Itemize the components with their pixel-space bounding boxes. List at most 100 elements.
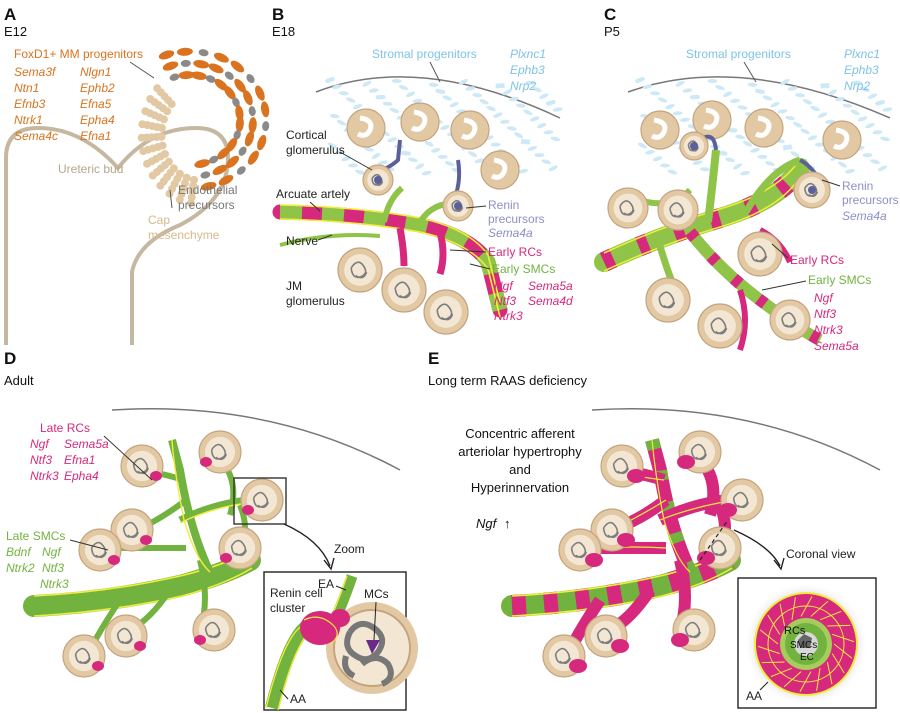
gene-a-l4: Sema4c: [14, 129, 58, 143]
late-smcs-pointer: [69, 539, 109, 551]
panel-a-gene-list-left: Sema3f Ntn1 Efnb3 Ntrk1 Sema4c: [14, 65, 58, 143]
renin-precursors-label-b-2: precursors: [488, 212, 545, 226]
late-rc-gene-r0: Sema5a: [64, 437, 109, 451]
gene-c-0: Ngf: [814, 291, 834, 305]
cortical-glomerulus-label-2: glomerulus: [286, 143, 345, 157]
renin-gene-b: Sema4a: [488, 226, 533, 240]
stromal-gene-c-1: Ephb3: [844, 63, 879, 77]
zoom-inset: EA MCs Renin cell cluster AA: [263, 571, 418, 711]
coronal-view-label: Coronal view: [786, 547, 856, 561]
early-rcs-pointer-c: [771, 243, 789, 259]
late-smc-gene-0: Bdnf: [6, 545, 32, 559]
panel-b: B E18 Stromal progenitors Plxnc1 Ephb3 N…: [272, 5, 573, 335]
rc-gene-b-4: Sema4d: [528, 294, 573, 308]
early-smcs-label-b: Early SMCs: [492, 262, 555, 276]
cortical-caps-c: [640, 100, 862, 160]
panel-d-stage: Adult: [4, 373, 34, 388]
capsule-line-c: [627, 76, 891, 119]
cap-mesenchyme-label-2: mesenchyme: [148, 228, 220, 242]
ureteric-bud-shape: [3, 125, 231, 345]
late-rcs-pointer: [103, 435, 153, 481]
hypertrophy-line-3: Hyperinnervation: [471, 480, 569, 495]
stromal-label-c: Stromal progenitors: [686, 47, 791, 61]
hypertrophy-line-2: and: [509, 462, 531, 477]
stromal-gene-b-0: Plxnc1: [510, 47, 546, 61]
mm-progenitor-cells: [158, 47, 270, 191]
renin-pointer-b: [465, 205, 487, 209]
glomeruli-e: [542, 430, 764, 678]
gene-a-r2: Efna5: [80, 97, 112, 111]
panel-c-stage: P5: [604, 24, 620, 39]
progenitors-pointer: [129, 61, 155, 79]
panel-d: D Adult Zoom Late RCs Ngf Ntf3: [4, 349, 418, 711]
panel-a: A E12 Ureteric bud FoxD1+ MM progenitors…: [3, 5, 270, 345]
zoom-arrow: [283, 523, 331, 567]
endothelial-pointer: [169, 189, 173, 209]
rc-gene-b-0: Ngf: [494, 279, 514, 293]
panel-e-stage: Long term RAAS deficiency: [428, 373, 587, 388]
rc-gene-b-2: Ntrk3: [494, 309, 523, 323]
panel-c-letter: C: [604, 5, 616, 24]
late-smc-gene-1: Ngf: [42, 545, 62, 559]
gene-c-1: Ntf3: [814, 307, 836, 321]
ec-label: EC: [800, 652, 814, 663]
early-rcs-label-c: Early RCs: [790, 253, 844, 267]
late-rc-gene-r2: Epha4: [64, 469, 99, 483]
stromal-gene-b-2: Nrp2: [510, 79, 536, 93]
glomeruli-d: [62, 430, 284, 678]
smcs-label: SMCs: [790, 640, 817, 651]
gene-a-r3: Epha4: [80, 113, 115, 127]
rcs-label: RCs: [784, 625, 806, 637]
panel-a-letter: A: [4, 5, 16, 24]
endothelial-label-2: precursors: [178, 198, 235, 212]
early-smcs-pointer-b: [469, 263, 491, 270]
ureteric-bud-label: Ureteric bud: [58, 162, 123, 176]
hypertrophy-line-1: arteriolar hypertrophy: [458, 444, 582, 459]
panel-e: E Long term RAAS deficiency Concentric a…: [428, 349, 881, 709]
early-smcs-pointer-c: [761, 280, 807, 291]
late-rcs-label: Late RCs: [40, 421, 90, 435]
cap-mesenchyme-label-1: Cap: [148, 213, 170, 227]
nerve-pointer: [317, 234, 333, 241]
endothelial-label-1: Endothelial: [178, 183, 237, 197]
ngf-label: Ngf: [476, 516, 498, 531]
late-smc-gene-3: Ntf3: [42, 561, 64, 575]
cap-mesenchyme-cells: [137, 84, 198, 208]
renin-pointer-c: [821, 179, 841, 187]
arcuate-pointer: [309, 201, 321, 212]
capsule-line-d: [111, 408, 401, 471]
gene-a-l1: Ntn1: [14, 81, 39, 95]
late-smcs-label: Late SMCs: [6, 529, 65, 543]
late-smc-gene-2: Ntrk2: [6, 561, 35, 575]
capsule-line-e: [591, 408, 881, 471]
rc-gene-b-1: Ntf3: [494, 294, 516, 308]
mcs-label: MCs: [364, 587, 389, 601]
renin-precursors-label-b-1: Renin: [488, 198, 519, 212]
ngf-up-arrow: ↑: [504, 516, 511, 531]
renin-precursors-label-c-1: Renin: [842, 179, 873, 193]
gene-c-2: Ntrk3: [814, 323, 843, 337]
zoom-box: [233, 477, 287, 525]
gene-a-l2: Efnb3: [14, 97, 46, 111]
capsule-line-b: [315, 76, 561, 119]
panel-b-stage: E18: [272, 24, 295, 39]
early-rcs-pointer-b: [449, 249, 487, 253]
late-rc-gene-r1: Efna1: [64, 453, 95, 467]
late-rc-gene-l0: Ngf: [30, 437, 50, 451]
renin-precursors-label-c-2: precursors: [842, 193, 899, 207]
gene-a-r0: Nlgn1: [80, 65, 111, 79]
cortical-pointer: [339, 151, 373, 171]
stromal-gene-c-2: Nrp2: [844, 79, 870, 93]
stromal-pointer-b: [429, 61, 441, 83]
early-rcs-label-b: Early RCs: [488, 245, 542, 259]
late-smc-gene-4: Ntrk3: [40, 577, 69, 591]
cut-line: [699, 519, 729, 561]
gene-a-l0: Sema3f: [14, 65, 57, 79]
rc-gene-b-3: Sema5a: [528, 279, 573, 293]
progenitors-label: FoxD1+ MM progenitors: [14, 47, 143, 61]
gene-a-r4: Efna1: [80, 129, 111, 143]
panel-a-stage: E12: [4, 24, 27, 39]
nerve-label: Nerve: [286, 234, 318, 248]
late-rc-gene-l1: Ntf3: [30, 453, 52, 467]
